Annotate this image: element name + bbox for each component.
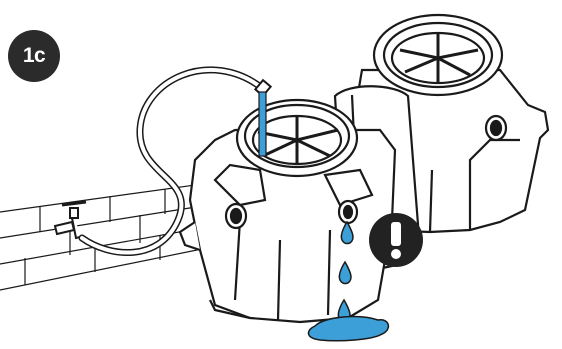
water-stream-icon: [259, 92, 266, 156]
warning-icon: [369, 213, 423, 267]
front-tank: [180, 100, 395, 322]
